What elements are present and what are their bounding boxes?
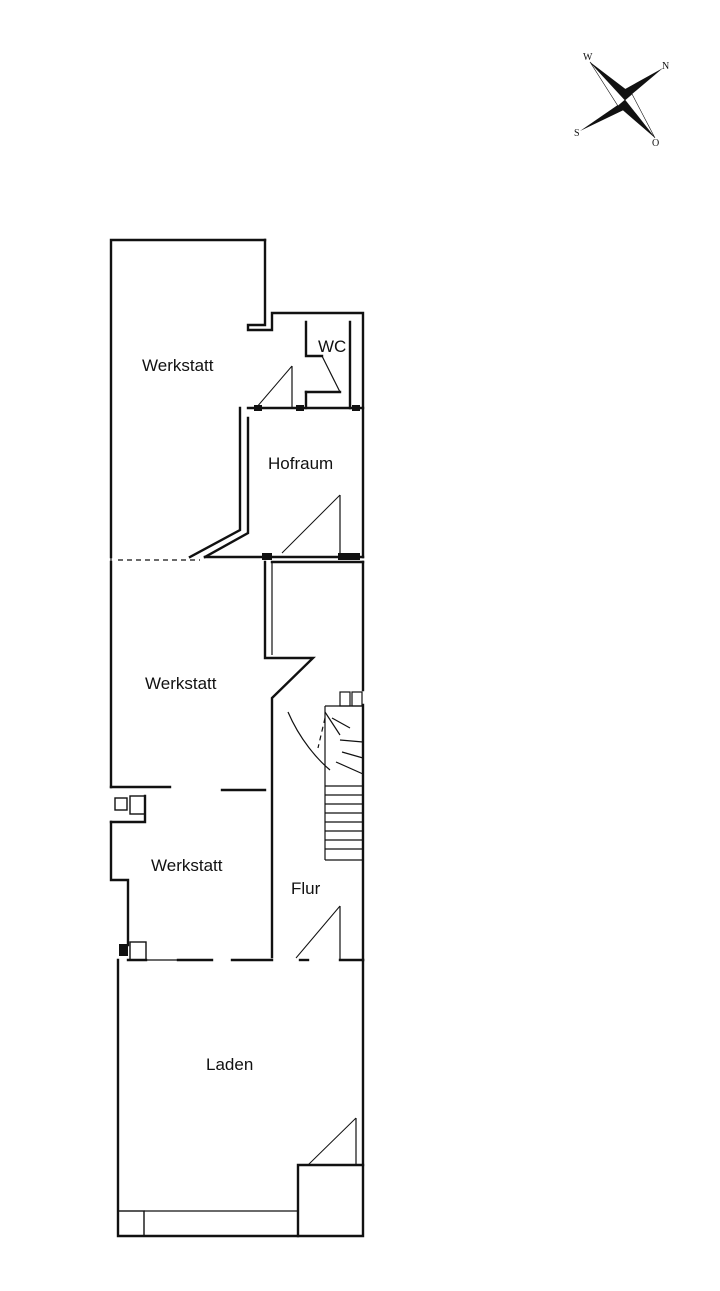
shaft-icon — [114, 797, 128, 811]
outer-walls — [109, 238, 365, 1238]
stair-treads — [325, 785, 363, 861]
middle-partitions — [109, 560, 365, 959]
laden-divider — [119, 905, 365, 962]
room-label-laden: Laden — [206, 1055, 253, 1074]
compass-east-label: O — [652, 138, 659, 149]
room-label-hofraum: Hofraum — [268, 454, 333, 473]
room-label-werkstatt-middle: Werkstatt — [145, 674, 217, 693]
compass-south-label: S — [574, 128, 580, 139]
staircase — [287, 691, 364, 861]
laden-details — [117, 1117, 365, 1238]
compass-star-icon — [580, 61, 663, 139]
room-label-werkstatt-top: Werkstatt — [142, 356, 214, 375]
room-labels: Werkstatt WC Hofraum Werkstatt Werkstatt… — [142, 337, 346, 1074]
room-label-flur: Flur — [291, 879, 321, 898]
upper-partitions — [110, 320, 365, 562]
shop-window — [117, 1210, 145, 1237]
compass-west-label: W — [583, 52, 593, 63]
room-label-werkstatt-lower: Werkstatt — [151, 856, 223, 875]
room-label-wc: WC — [318, 337, 346, 356]
compass-rose: W N O S — [574, 52, 669, 149]
compass-north-label: N — [662, 61, 669, 72]
